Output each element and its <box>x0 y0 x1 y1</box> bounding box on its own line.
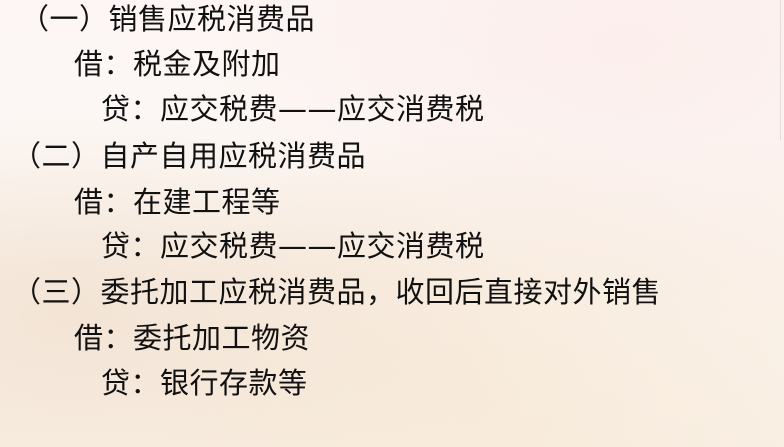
section-3-credit-entry: 贷：银行存款等 <box>101 366 308 400</box>
section-2-debit-entry: 借：在建工程等 <box>74 185 281 219</box>
section-2-heading: （二）自产自用应税消费品 <box>12 139 367 173</box>
section-1-heading: （一）销售应税消费品 <box>20 2 316 36</box>
section-1-credit-entry: 贷：应交税费——应交消费税 <box>101 92 485 126</box>
section-3-heading: （三）委托加工应税消费品，收回后直接对外销售 <box>12 275 662 309</box>
section-2-credit-entry: 贷：应交税费——应交消费税 <box>101 229 485 263</box>
section-1-debit-entry: 借：税金及附加 <box>74 47 281 81</box>
slide-edge-divider <box>780 0 784 140</box>
section-3-debit-entry: 借：委托加工物资 <box>74 321 311 355</box>
